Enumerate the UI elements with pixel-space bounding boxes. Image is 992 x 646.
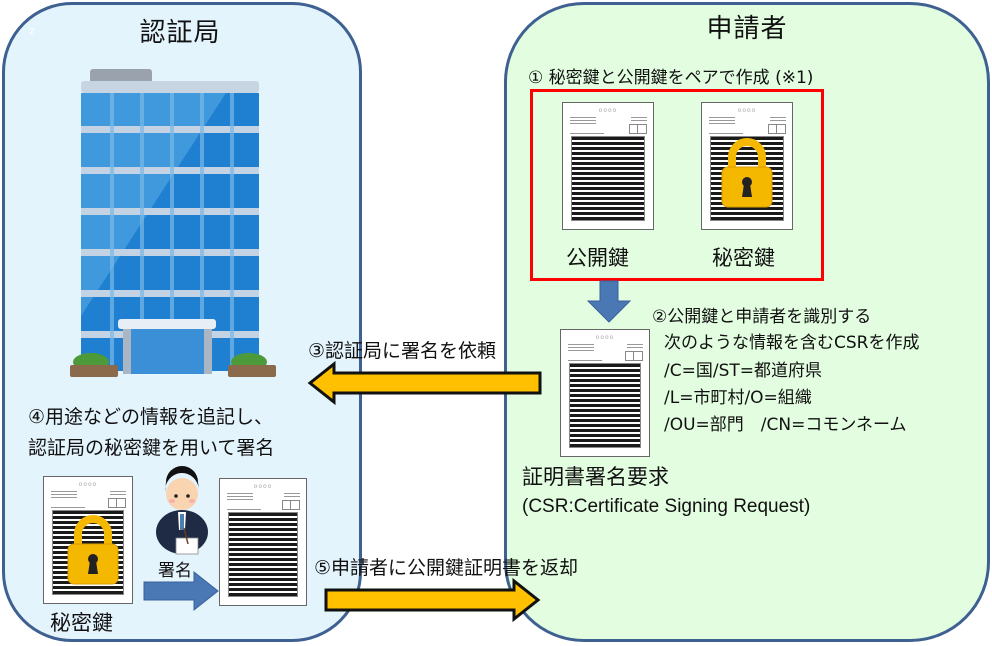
csr-document-icon: oooo [560,329,650,457]
csr-subtitle: (CSR:Certificate Signing Request) [522,496,811,517]
ca-title: 認証局 [139,18,221,48]
businessman-signing-icon [156,466,208,555]
private-key-document-icon: oooo [701,102,793,230]
corner-mark: z [29,26,35,37]
csr-field-l-o: /L=市町村/O=組織 [664,388,812,408]
step1-label: ① 秘密鍵と公開鍵をペアで作成 [528,68,770,88]
key-pair-frame [530,89,824,281]
ca-private-key-label: 秘密鍵 [50,611,113,635]
step2-line2: 次のような情報を含むCSRを作成 [664,333,920,353]
public-key-document-icon: oooo [562,102,654,230]
requester-title: 申請者 [706,14,788,44]
padlock-icon [721,138,773,208]
left-arrow-icon [307,360,542,406]
public-key-label: 公開鍵 [566,246,629,270]
csr-field-ou-cn: /OU=部門 /CN=コモンネーム [664,415,907,435]
office-building-icon [70,69,276,377]
down-arrow-icon [586,280,632,323]
right-arrow-icon [143,570,219,612]
step4-line1: ④用途などの情報を追記し、 [28,406,274,428]
step1-note: (※1) [775,68,814,88]
step4-line2: 認証局の秘密鍵を用いて署名 [28,437,275,459]
csr-title: 証明書署名要求 [522,465,669,489]
requester-private-key-label: 秘密鍵 [712,246,775,270]
csr-field-c-st: /C=国/ST=都道府県 [664,361,822,381]
ca-padlock-icon [67,515,119,585]
step5-label: ⑤申請者に公開鍵証明書を返却 [314,557,579,579]
step2-line1: ②公開鍵と申請者を識別する [652,307,872,327]
signed-certificate-document-icon: oooo [219,478,307,606]
return-arrow-icon [324,577,541,623]
sign-label: 署名 [158,561,192,581]
step3-label: ③認証局に署名を依頼 [308,340,497,362]
